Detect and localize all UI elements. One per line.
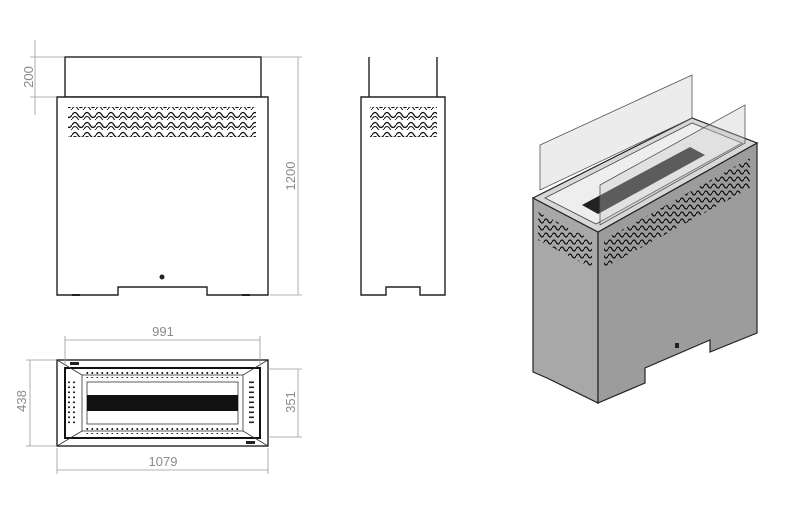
glass-panel [539, 74, 693, 191]
dimension-label: 1200 [283, 162, 298, 191]
dimension-label: 991 [152, 324, 174, 339]
isometric-view [531, 74, 759, 404]
vent-pattern [68, 107, 256, 137]
dimension-label: 1079 [149, 454, 178, 469]
vent-pattern [370, 107, 437, 137]
control-knob-icon [159, 274, 165, 280]
top-view [56, 359, 269, 447]
dimension-total-width: 1079 [56, 448, 269, 474]
dimension-glass-height: 200 [21, 40, 64, 115]
dimension-inner-depth: 351 [268, 368, 302, 438]
dimension-inner-width: 991 [64, 324, 261, 366]
dimension-total-depth: 438 [14, 359, 56, 447]
burner [87, 395, 238, 411]
dimension-label: 200 [21, 66, 36, 88]
side-body [360, 96, 446, 296]
control-knob-icon [675, 343, 679, 348]
glass-panel [64, 56, 262, 98]
front-view [56, 56, 269, 296]
glass-panel [599, 104, 746, 226]
dimension-label: 438 [14, 390, 29, 412]
dimension-label: 351 [283, 391, 298, 413]
side-view [360, 57, 446, 296]
dimension-total-height: 1200 [262, 56, 302, 296]
